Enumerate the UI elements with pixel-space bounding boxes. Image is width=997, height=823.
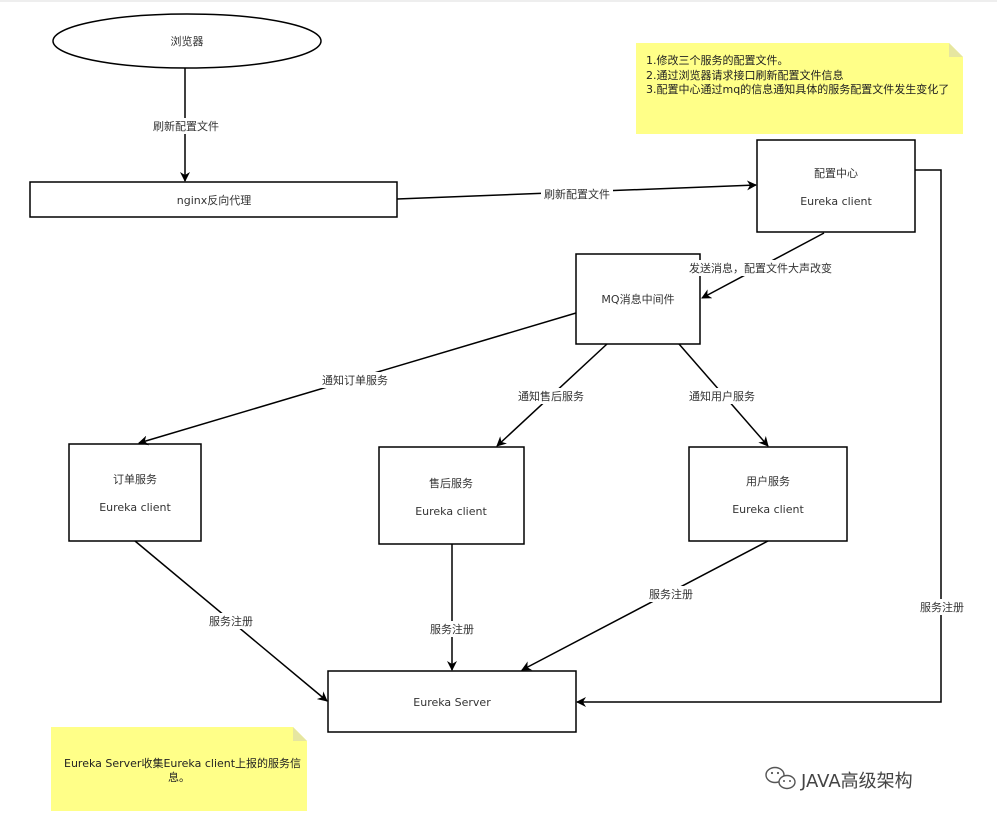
bottom-note-line-1: Eureka Server收集Eureka client上报的服务信 — [64, 756, 301, 770]
browser-label: 浏览器 — [171, 34, 204, 48]
config-center-sublabel: Eureka client — [800, 195, 872, 208]
aftersale-service-sublabel: Eureka client — [415, 505, 487, 518]
eureka-server-node: Eureka Server — [327, 670, 577, 733]
edge-mq-to-aftersale-label: 通知售后服务 — [518, 389, 584, 403]
bottom-note-line-2: 息。 — [168, 770, 190, 784]
edge-aftersale-to-eureka-label: 服务注册 — [430, 622, 474, 636]
edge-order-to-eureka-label: 服务注册 — [209, 614, 253, 628]
top-note-line-2: 2.通过浏览器请求接口刷新配置文件信息 — [646, 68, 844, 82]
edge-config-to-eureka-label: 服务注册 — [920, 600, 964, 614]
watermark-text: JAVA高级架构 — [800, 771, 913, 792]
edge-config-to-mq-label: 发送消息，配置文件大声改变 — [689, 261, 832, 275]
edge-config-to-eureka: 服务注册 — [576, 169, 967, 707]
config-center-label: 配置中心 — [814, 167, 858, 180]
mq-node: MQ消息中间件 — [575, 253, 701, 345]
aftersale-service-node: 售后服务 Eureka client — [378, 446, 525, 545]
nginx-node: nginx反向代理 — [29, 181, 398, 218]
edge-user-to-eureka: 服务注册 — [521, 540, 769, 671]
edge-nginx-to-config-label: 刷新配置文件 — [544, 187, 610, 201]
edge-mq-to-aftersale: 通知售后服务 — [496, 343, 608, 447]
edge-order-to-eureka: 服务注册 — [134, 540, 328, 702]
aftersale-service-label: 售后服务 — [429, 476, 473, 490]
user-service-label: 用户服务 — [746, 474, 790, 488]
edge-mq-to-user: 通知用户服务 — [678, 343, 769, 447]
config-center-node: 配置中心 Eureka client — [756, 139, 916, 233]
edge-config-to-mq: 发送消息，配置文件大声改变 — [687, 232, 843, 299]
order-service-label: 订单服务 — [113, 473, 157, 486]
edge-browser-to-nginx-label: 刷新配置文件 — [153, 119, 219, 133]
order-service-node: 订单服务 Eureka client — [68, 443, 202, 542]
bottom-note: Eureka Server收集Eureka client上报的服务信 息。 — [51, 727, 307, 811]
edge-mq-to-order: 通知订单服务 — [138, 312, 577, 446]
edge-nginx-to-config: 刷新配置文件 — [396, 180, 757, 202]
top-note: 1.修改三个服务的配置文件。 2.通过浏览器请求接口刷新配置文件信息 3.配置中… — [636, 43, 963, 134]
user-service-sublabel: Eureka client — [732, 503, 804, 516]
top-note-line-1: 1.修改三个服务的配置文件。 — [646, 53, 789, 67]
edge-browser-to-nginx: 刷新配置文件 — [150, 68, 222, 182]
nginx-label: nginx反向代理 — [177, 193, 252, 207]
edge-mq-to-order-label: 通知订单服务 — [322, 373, 388, 387]
wechat-icon — [765, 766, 796, 790]
top-note-line-3: 3.配置中心通过mq的信息通知具体的服务配置文件发生变化了 — [646, 82, 949, 96]
watermark: JAVA高级架构 — [765, 766, 913, 792]
edge-aftersale-to-eureka: 服务注册 — [426, 544, 478, 671]
browser-node: 浏览器 — [52, 13, 322, 69]
order-service-sublabel: Eureka client — [99, 501, 171, 514]
eureka-server-label: Eureka Server — [413, 696, 491, 709]
user-service-node: 用户服务 Eureka client — [688, 446, 848, 542]
mq-label: MQ消息中间件 — [601, 292, 674, 306]
edge-mq-to-user-label: 通知用户服务 — [689, 389, 755, 403]
edge-user-to-eureka-label: 服务注册 — [649, 587, 693, 601]
